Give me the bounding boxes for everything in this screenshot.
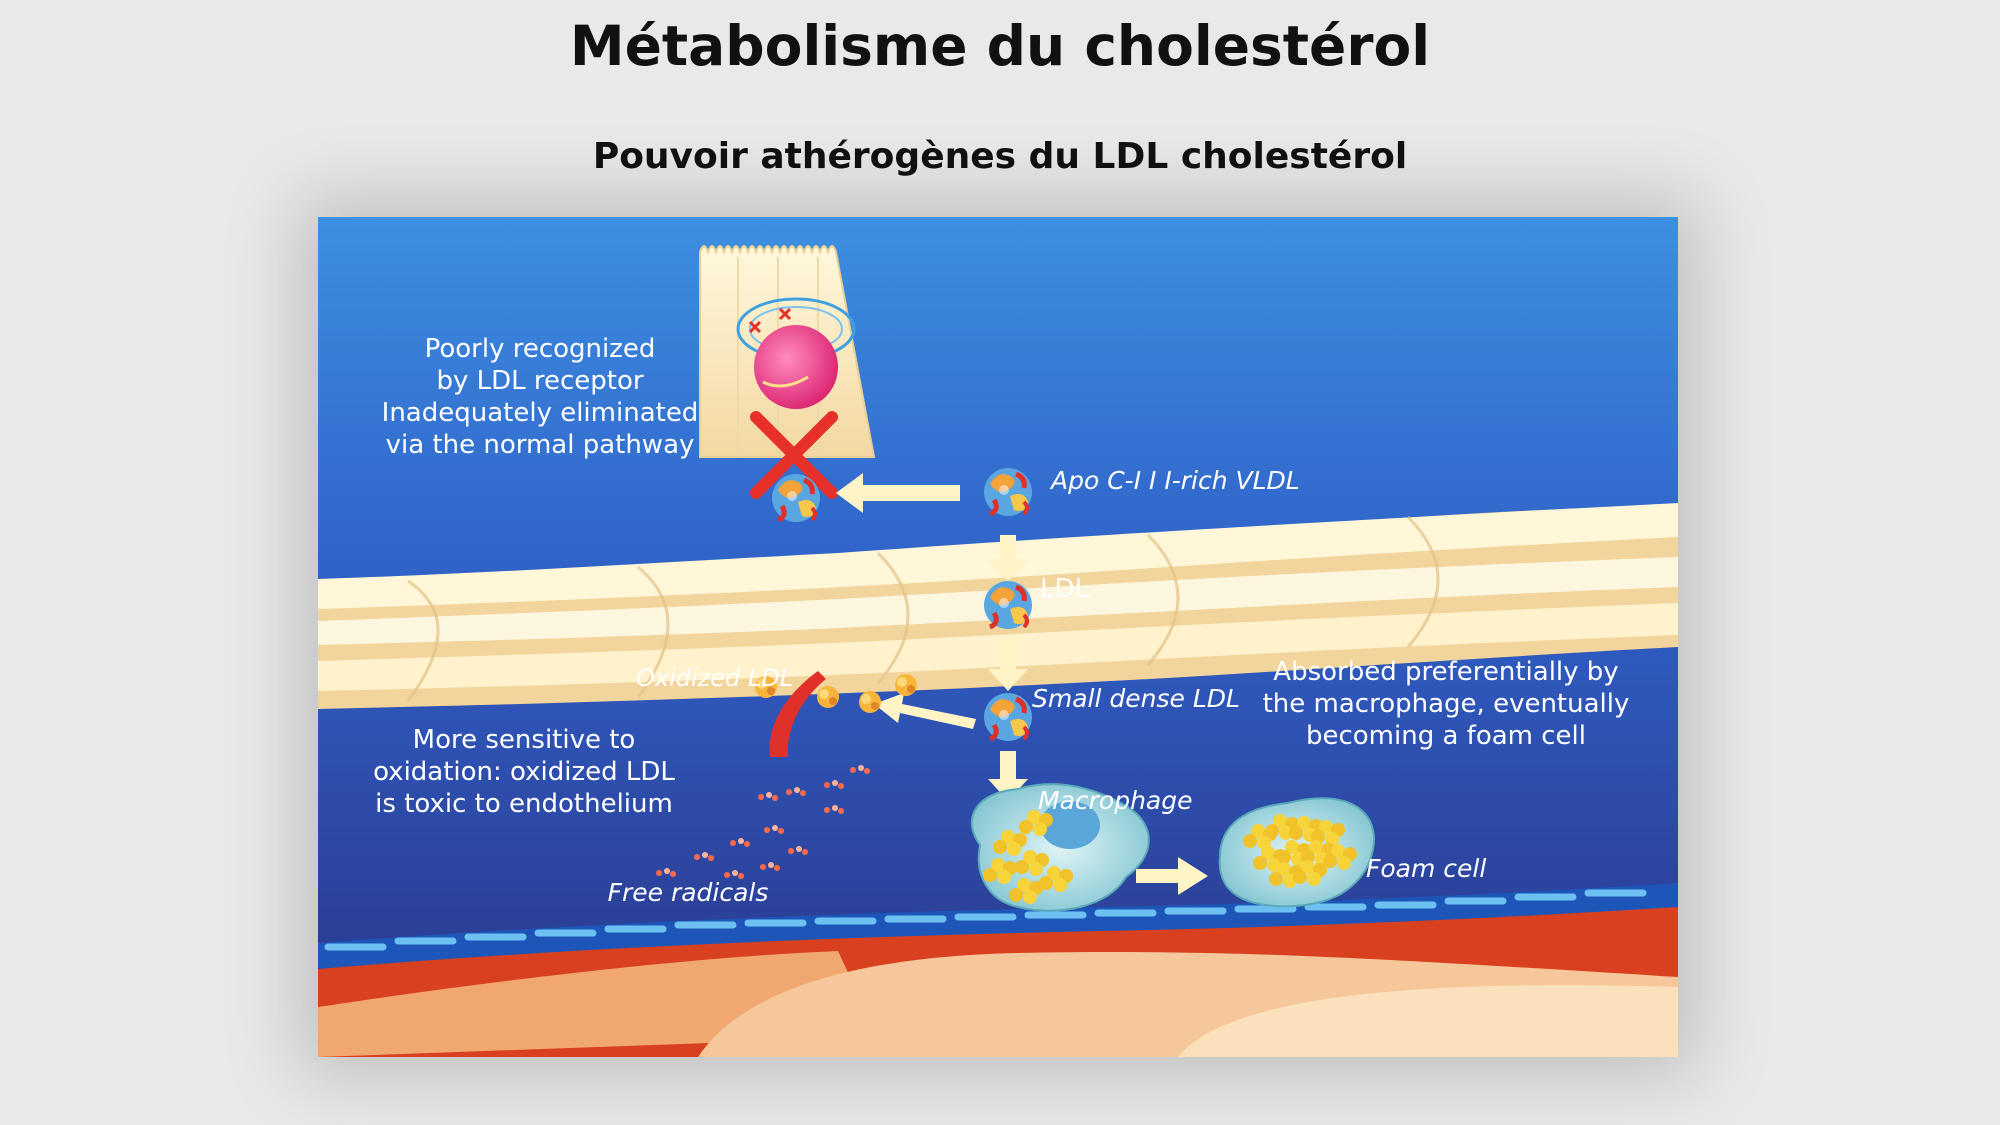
svg-text:More sensitive to: More sensitive to (413, 725, 636, 755)
label-free-radicals: Free radicals (608, 878, 769, 907)
label-small-dense-ldl: Small dense LDL (1032, 684, 1240, 713)
hepatocyte-icon (699, 245, 876, 458)
lipoprotein-vldl (984, 468, 1032, 516)
slide-title: Métabolisme du cholestérol (569, 14, 1431, 78)
label-more-sensitive: More sensitive to oxidation: oxidized LD… (373, 725, 675, 819)
label-oxidized-ldl: Oxidized LDL (636, 664, 793, 692)
svg-text:Poorly recognized: Poorly recognized (425, 334, 656, 364)
svg-text:Inadequately eliminated: Inadequately eliminated (382, 398, 699, 428)
arrow-small-to-oxidized (874, 693, 976, 729)
label-apo-vldl: Apo C-I I I-rich VLDL (1049, 466, 1300, 495)
slide-subtitle: Pouvoir athérogènes du LDL cholestérol (592, 136, 1408, 177)
oxidation-arrow (769, 671, 826, 757)
label-absorbed: Absorbed preferentially by the macrophag… (1263, 657, 1630, 751)
label-macrophage: Macrophage (1038, 786, 1193, 815)
arrow-macrophage-to-foam (1136, 857, 1208, 895)
svg-text:becoming a foam cell: becoming a foam cell (1306, 721, 1586, 751)
svg-text:by LDL receptor: by LDL receptor (436, 366, 643, 396)
lipoprotein-small-dense (984, 693, 1032, 741)
label-ldl: LDL (1040, 574, 1090, 604)
svg-text:oxidation: oxidized LDL: oxidation: oxidized LDL (373, 757, 675, 787)
label-foam-cell: Foam cell (1366, 854, 1486, 883)
svg-text:the macrophage, eventually: the macrophage, eventually (1263, 689, 1630, 719)
macrophage-icon (970, 783, 1150, 912)
arrow-vldl-to-ldl (988, 535, 1028, 581)
lipoprotein-ldl (984, 581, 1032, 629)
svg-text:Absorbed preferentially by: Absorbed preferentially by (1273, 657, 1618, 687)
svg-text:is toxic to endothelium: is toxic to endothelium (375, 789, 673, 819)
lipoprotein-eliminated (772, 474, 820, 522)
cross-icon (750, 411, 838, 499)
cholesterol-diagram: Poorly recognized by LDL receptor Inadeq… (318, 217, 1678, 1057)
svg-text:via the normal pathway: via the normal pathway (386, 430, 695, 460)
label-poorly-recognized: Poorly recognized by LDL receptor Inadeq… (382, 334, 699, 460)
arrow-vldl-to-liver (836, 473, 960, 513)
foam-cell-icon (1218, 797, 1375, 908)
tissue-layer (318, 883, 1678, 1057)
arrow-ldl-to-small (988, 637, 1028, 691)
